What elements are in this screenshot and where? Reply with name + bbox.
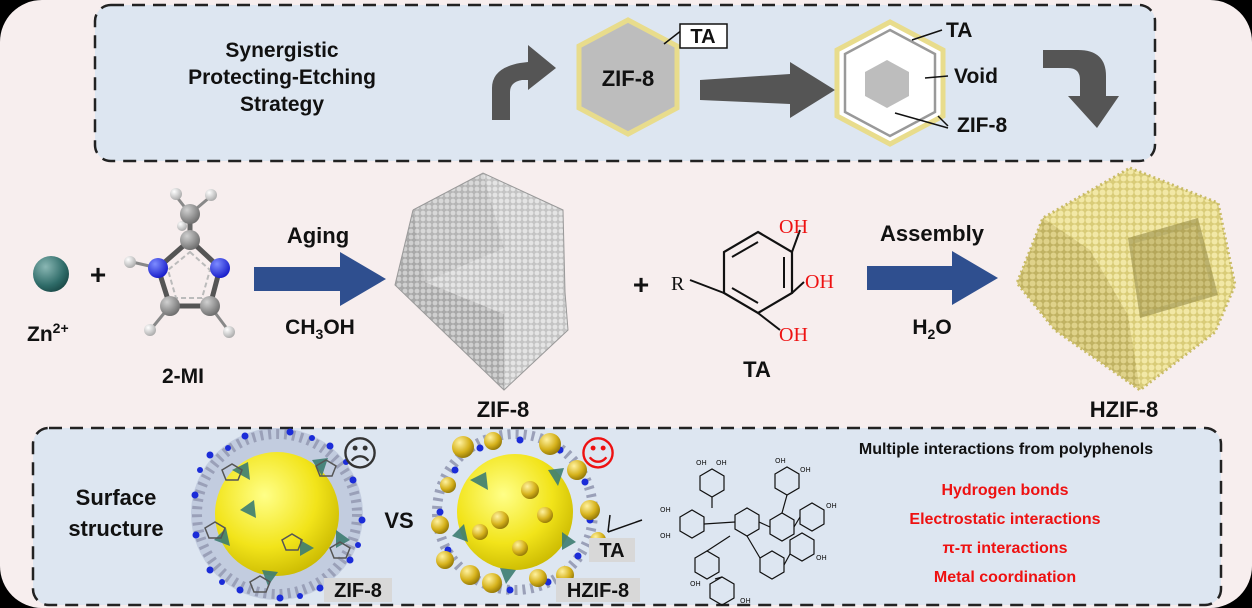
synthesis-row: Zn2+ + 2-MI Aging <box>27 166 1237 422</box>
aging-label: Aging <box>287 223 349 248</box>
svg-text:OH: OH <box>775 457 786 465</box>
zif8-tag: ZIF-8 <box>334 580 382 602</box>
ta-tag-leader-2 <box>607 519 643 533</box>
zif8-tag-box <box>324 578 392 602</box>
svg-text:OH: OH <box>696 459 707 467</box>
surface-line-2: structure <box>68 516 163 541</box>
happy-face-icon: ☺ <box>579 434 617 475</box>
interaction-electrostatic: Electrostatic interactions <box>909 511 1100 528</box>
ta-oh-right: OH <box>805 271 834 293</box>
aging-arrow-icon <box>254 252 386 306</box>
bottom-surface-panel: Surface structure <box>31 426 1223 607</box>
ta-box <box>679 23 728 49</box>
sad-face-icon: ☹ <box>341 434 379 475</box>
svg-text:OH: OH <box>660 506 671 514</box>
zif8-hexagon <box>576 17 680 137</box>
shell-ta-label: TA <box>946 19 972 42</box>
svg-text:OH: OH <box>816 554 827 562</box>
ta-oh-top: OH <box>779 216 808 238</box>
hollow-hexagon-inner-line <box>843 28 937 138</box>
interaction-hydrogen-bonds: Hydrogen bonds <box>941 482 1068 499</box>
2mi-label: 2-MI <box>162 365 204 388</box>
vs-label: VS <box>384 508 413 533</box>
svg-text:OH: OH <box>716 459 727 467</box>
strategy-line-3: Strategy <box>240 93 324 116</box>
void-leader <box>924 75 949 79</box>
surface-line-1: Surface <box>76 485 157 510</box>
curved-up-arrow-icon <box>492 45 556 120</box>
tannic-acid-oh-labels: OH OH OH OH OH OH OH OH OH OH <box>660 457 837 605</box>
strategy-line-2: Protecting-Etching <box>188 66 376 89</box>
ta-tag-leader-1 <box>607 514 611 533</box>
ta-r-group: R <box>671 273 685 295</box>
zn-ion-label: Zn2+ <box>27 320 69 346</box>
ta-oh-bottom: OH <box>779 324 808 346</box>
tannic-acid-structure <box>679 466 825 606</box>
ta-structure: R OH OH OH <box>671 216 834 346</box>
zif-leader-2 <box>937 115 949 127</box>
zif8-crystal-label: ZIF-8 <box>477 397 530 422</box>
hzif8-crystal <box>1015 166 1237 392</box>
assembly-arrow-icon <box>867 251 998 305</box>
interaction-metal-coordination: Metal coordination <box>934 569 1076 586</box>
interaction-pi-pi: π-π interactions <box>943 540 1068 557</box>
hexagon-zif8-label: ZIF-8 <box>602 66 655 91</box>
svg-text:OH: OH <box>740 597 751 605</box>
right-arrow-icon <box>700 62 835 118</box>
top-strategy-panel: Synergistic Protecting-Etching Strategy … <box>93 3 1157 163</box>
interactions-title: Multiple interactions from polyphenols <box>859 441 1153 458</box>
hzif8-surface-model <box>431 429 606 595</box>
curved-down-arrow-icon <box>1043 50 1119 128</box>
methanol-label: CH3OH <box>285 316 355 342</box>
assembly-label: Assembly <box>880 221 985 246</box>
ta-leader-line <box>663 29 683 45</box>
void-label: Void <box>954 65 998 88</box>
zif8-crystal <box>394 172 569 391</box>
svg-text:OH: OH <box>660 532 671 540</box>
zn-ion-sphere <box>33 256 69 292</box>
plus-sign-2: + <box>633 269 649 300</box>
ta-tag: TA <box>599 540 624 562</box>
shell-ta-leader <box>911 29 943 41</box>
svg-text:OH: OH <box>800 466 811 474</box>
shell-zif8-label: ZIF-8 <box>957 114 1007 137</box>
hzif8-tag-box <box>556 578 640 602</box>
plus-sign-1: + <box>90 259 106 290</box>
2mi-molecule <box>124 188 235 338</box>
ta-label: TA <box>743 357 771 382</box>
zif8-surface-model <box>191 428 366 602</box>
water-label: H2O <box>912 316 951 342</box>
core-hexagon <box>865 60 909 108</box>
zif-leader-1 <box>894 112 949 129</box>
hzif8-label: HZIF-8 <box>1090 397 1158 422</box>
svg-text:OH: OH <box>826 502 837 510</box>
strategy-line-1: Synergistic <box>225 39 339 62</box>
ta-box-label: TA <box>690 26 715 48</box>
ta-tag-box <box>589 538 635 562</box>
svg-text:OH: OH <box>690 580 701 588</box>
hzif8-tag: HZIF-8 <box>567 580 629 602</box>
